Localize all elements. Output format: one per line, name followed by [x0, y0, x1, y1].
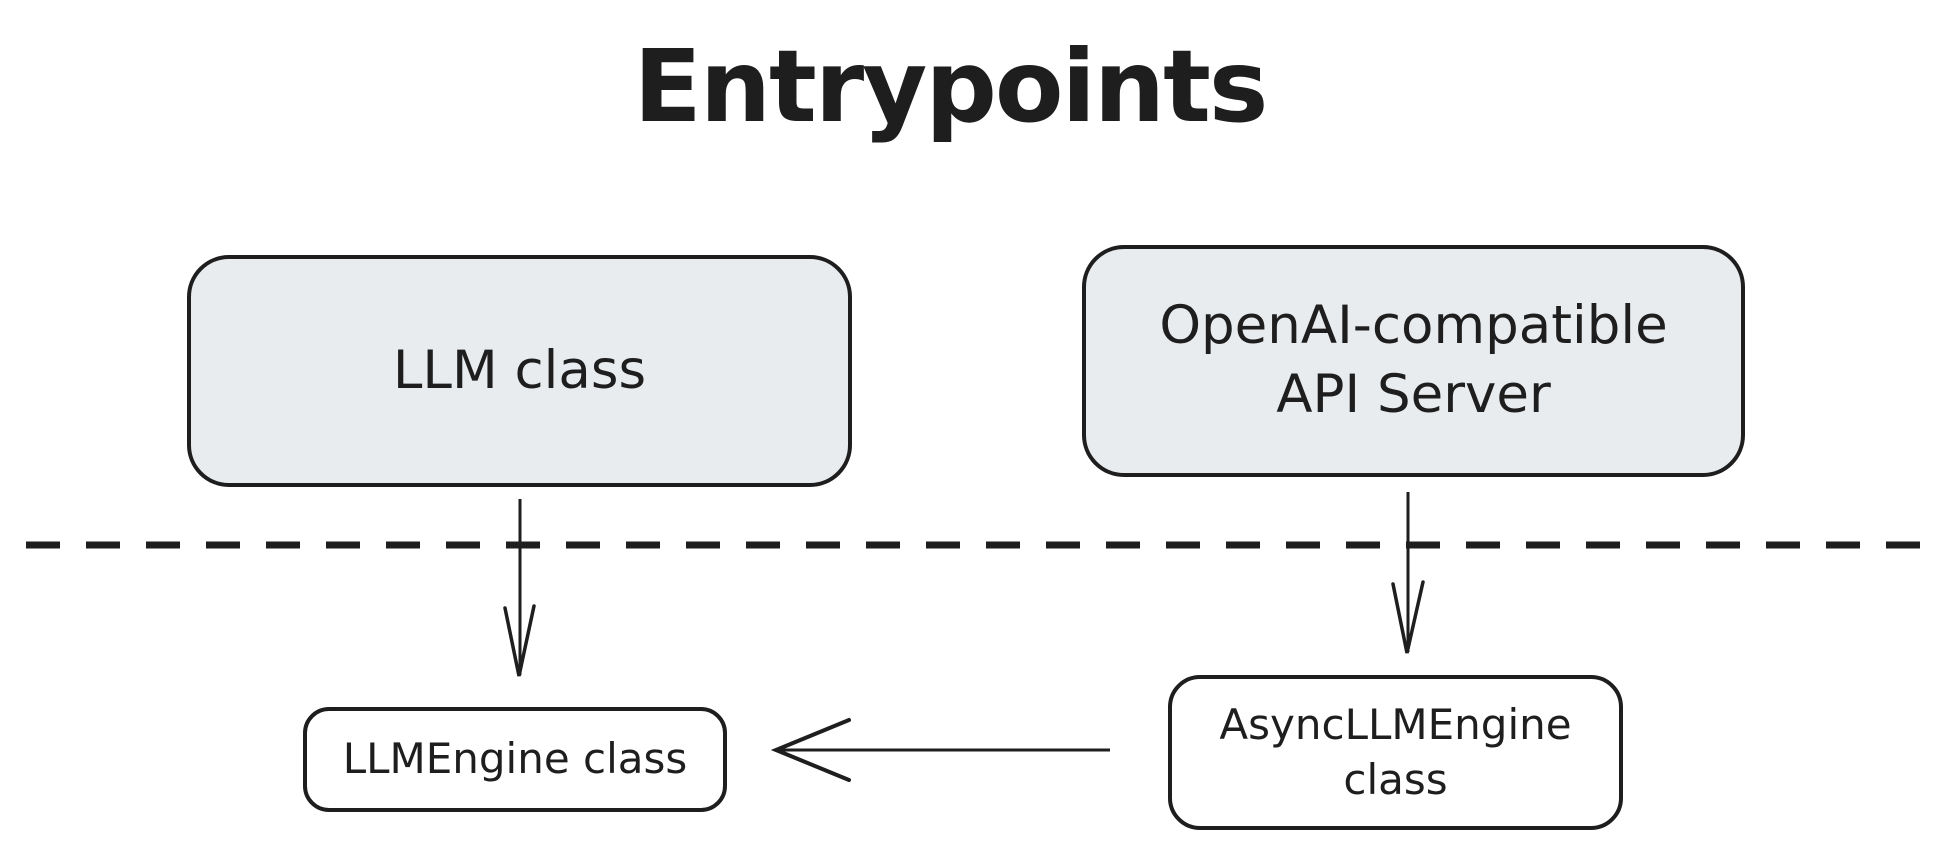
node-openai-api-server-label-line1: OpenAI-compatible [1159, 295, 1668, 357]
node-asyncllmengine-class: AsyncLLMEngine class [1168, 675, 1623, 830]
node-llmengine-class: LLMEngine class [303, 707, 727, 812]
node-llm-class-label: LLM class [392, 339, 647, 401]
arrow-llm-to-llmengine [503, 499, 536, 677]
diagram-title: Entrypoints [633, 28, 1269, 145]
node-llmengine-class-label: LLMEngine class [342, 734, 688, 784]
node-openai-api-server-label-line2: API Server [1276, 364, 1551, 425]
node-openai-api-server: OpenAI-compatible API Server [1082, 245, 1745, 477]
node-asyncllmengine-class-label-line2: class [1343, 754, 1448, 804]
node-llm-class: LLM class [187, 255, 852, 487]
arrow-apiserver-to-asyncengine [1391, 492, 1425, 654]
arrow-asyncengine-to-llmengine [770, 718, 1110, 782]
node-asyncllmengine-class-label-line1: AsyncLLMEngine [1219, 699, 1572, 749]
